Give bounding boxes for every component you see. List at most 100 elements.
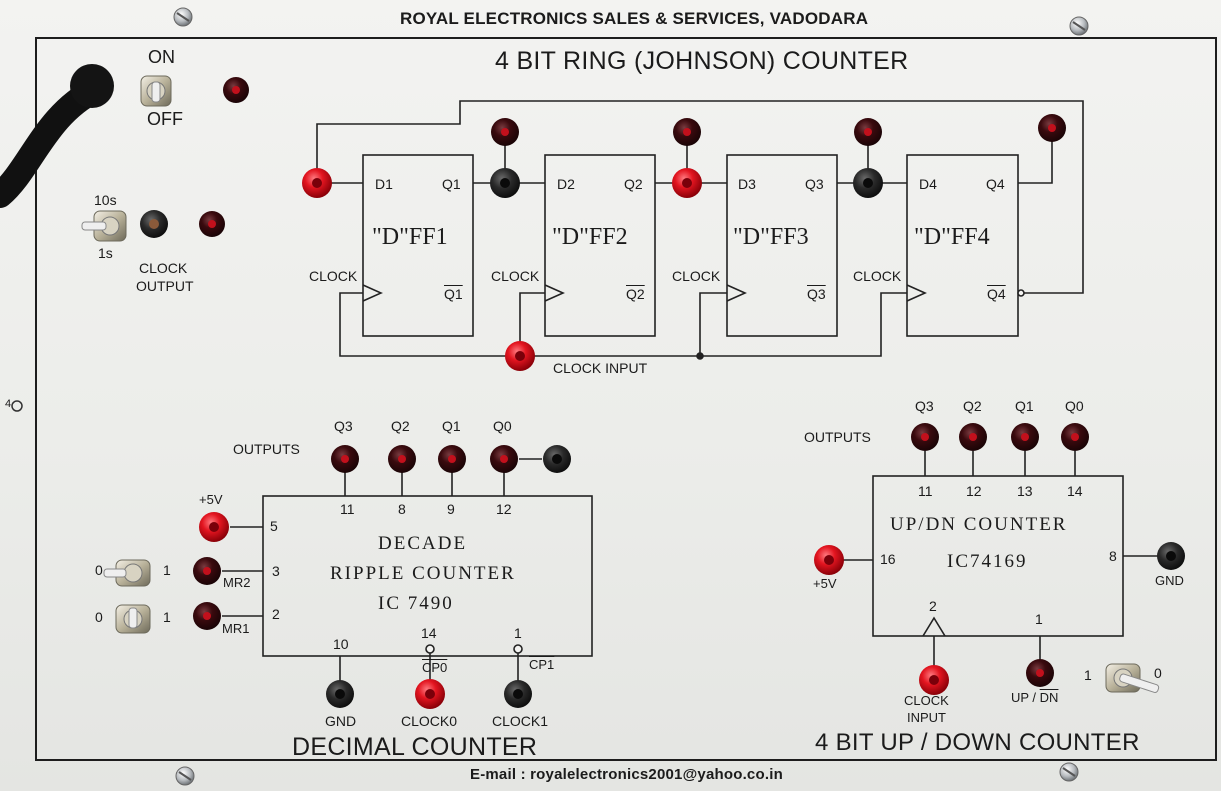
ff2-d-label: D2: [557, 176, 575, 192]
updown-q3-socket: [911, 423, 939, 451]
ff4-qbar-label: Q4: [987, 286, 1006, 302]
updown-dn-text: DN: [1039, 690, 1059, 705]
updown-pin-16: 16: [880, 551, 896, 567]
updown-ic-line1: UP/DN COUNTER: [890, 514, 1068, 535]
ff2-qbar-label: Q2: [626, 286, 645, 302]
q4-output-socket: [1038, 114, 1066, 142]
updown-wiring: [843, 451, 1158, 667]
ff3-qbar-label: Q3: [807, 286, 826, 302]
ff1-clock-label: CLOCK: [309, 268, 358, 284]
decimal-pin-5: 5: [270, 518, 278, 534]
power-led-socket: [223, 77, 249, 103]
decimal-q0-label: Q0: [493, 418, 512, 434]
decimal-q1-label: Q1: [442, 418, 461, 434]
decimal-counter-title: DECIMAL COUNTER: [292, 733, 538, 761]
updown-counter-title: 4 BIT UP / DOWN COUNTER: [815, 729, 1140, 756]
ff1-q-label: Q1: [442, 176, 461, 192]
ff2-name: "D"FF2: [552, 224, 628, 250]
updown-pin-14: 14: [1067, 483, 1083, 499]
updown-clock-label: CLOCK: [904, 693, 949, 708]
updown-switch-one: 1: [1084, 667, 1092, 683]
decimal-mr1-socket: [193, 602, 221, 630]
ff3-clock-label: CLOCK: [672, 268, 721, 284]
decimal-mr1-zero: 0: [95, 609, 103, 625]
ring-counter-title: 4 BIT RING (JOHNSON) COUNTER: [495, 47, 909, 75]
updown-pin-2: 2: [929, 598, 937, 614]
decimal-pin-1: 1: [514, 625, 522, 641]
updown-clock-socket: [919, 665, 949, 695]
updown-clock-label: INPUT: [907, 710, 946, 725]
updown-updn-socket: [1026, 659, 1054, 687]
decimal-gnd-socket: [326, 680, 354, 708]
sockets: [140, 77, 1185, 709]
mr1-toggle-switch: [115, 604, 151, 634]
clock-10s-label: 10s: [94, 192, 117, 208]
cable-gland: [70, 64, 114, 108]
q1-d2-socket: [490, 168, 520, 198]
decimal-clock0-label: CLOCK0: [401, 713, 458, 729]
ff2-clock-label: CLOCK: [491, 268, 540, 284]
company-email: E-mail : royalelectronics2001@yahoo.co.i…: [470, 766, 783, 783]
decimal-q3-label: Q3: [334, 418, 353, 434]
updown-vcc-label: +5V: [813, 576, 837, 591]
q2-output-socket: [673, 118, 701, 146]
q2-d3-socket: [672, 168, 702, 198]
decimal-cp1-label: CP1: [529, 657, 555, 672]
decimal-clock0-socket: [415, 679, 445, 709]
updown-q0-socket: [1061, 423, 1089, 451]
ring-wiring: [316, 100, 1084, 360]
decimal-pin-12: 12: [496, 501, 512, 517]
panel-border: [35, 37, 1217, 761]
decimal-ic-line3: IC 7490: [378, 593, 454, 614]
ff4-q-label: Q4: [986, 176, 1005, 192]
updown-pin-8: 8: [1109, 548, 1117, 564]
power-cable: [0, 77, 108, 208]
decimal-mr1-label: MR1: [222, 621, 250, 636]
updown-ic-line2: IC74169: [947, 551, 1028, 572]
decimal-q0-socket: [490, 445, 518, 473]
decimal-clock1-label: CLOCK1: [492, 713, 549, 729]
decimal-ic-line2: RIPPLE COUNTER: [330, 563, 516, 584]
q1-output-socket: [491, 118, 519, 146]
power-on-label: ON: [148, 47, 175, 67]
decimal-mr2-zero: 0: [95, 562, 103, 578]
ff1-qbar-label: Q1: [444, 286, 463, 302]
q3-output-socket: [854, 118, 882, 146]
screw-icon: [11, 7, 1089, 786]
decimal-pin-3: 3: [272, 563, 280, 579]
decimal-clock1-socket: [504, 680, 532, 708]
ff4-name: "D"FF4: [914, 224, 990, 250]
updown-mode-toggle-switch: [1105, 663, 1160, 693]
decimal-pin-10: 10: [333, 636, 349, 652]
ff4-clock-label: CLOCK: [853, 268, 902, 284]
decimal-mr2-label: MR2: [223, 575, 251, 590]
decimal-wiring: [222, 458, 593, 681]
d1-input-socket: [302, 168, 332, 198]
power-toggle-switch: [140, 75, 172, 107]
ff3-q-label: Q3: [805, 176, 824, 192]
updown-q3-label: Q3: [915, 398, 934, 414]
decimal-q2-label: Q2: [391, 418, 410, 434]
decimal-gnd-label: GND: [325, 713, 357, 729]
updown-switch-zero: 0: [1154, 665, 1162, 681]
updown-vcc-socket: [814, 545, 844, 575]
clock-output-socket: [140, 210, 168, 238]
decimal-q2-socket: [388, 445, 416, 473]
clock-rate-toggle-switch: [81, 210, 127, 242]
updown-pin-13: 13: [1017, 483, 1033, 499]
clock-output-socket: [199, 211, 225, 237]
ff3-name: "D"FF3: [733, 224, 809, 250]
decimal-mr2-socket: [193, 557, 221, 585]
updown-up-text: UP /: [1011, 690, 1040, 705]
ff4-d-label: D4: [919, 176, 937, 192]
decimal-pin-9: 9: [447, 501, 455, 517]
ff2-q-label: Q2: [624, 176, 643, 192]
ff1-name: "D"FF1: [372, 224, 448, 250]
updown-q1-socket: [1011, 423, 1039, 451]
decimal-ic-line1: DECADE: [378, 533, 468, 554]
updown-gnd-label: GND: [1155, 573, 1184, 588]
ring-clock-input-label: CLOCK INPUT: [553, 360, 648, 376]
decimal-vcc-label: +5V: [199, 492, 223, 507]
decimal-vcc-socket: [199, 512, 229, 542]
